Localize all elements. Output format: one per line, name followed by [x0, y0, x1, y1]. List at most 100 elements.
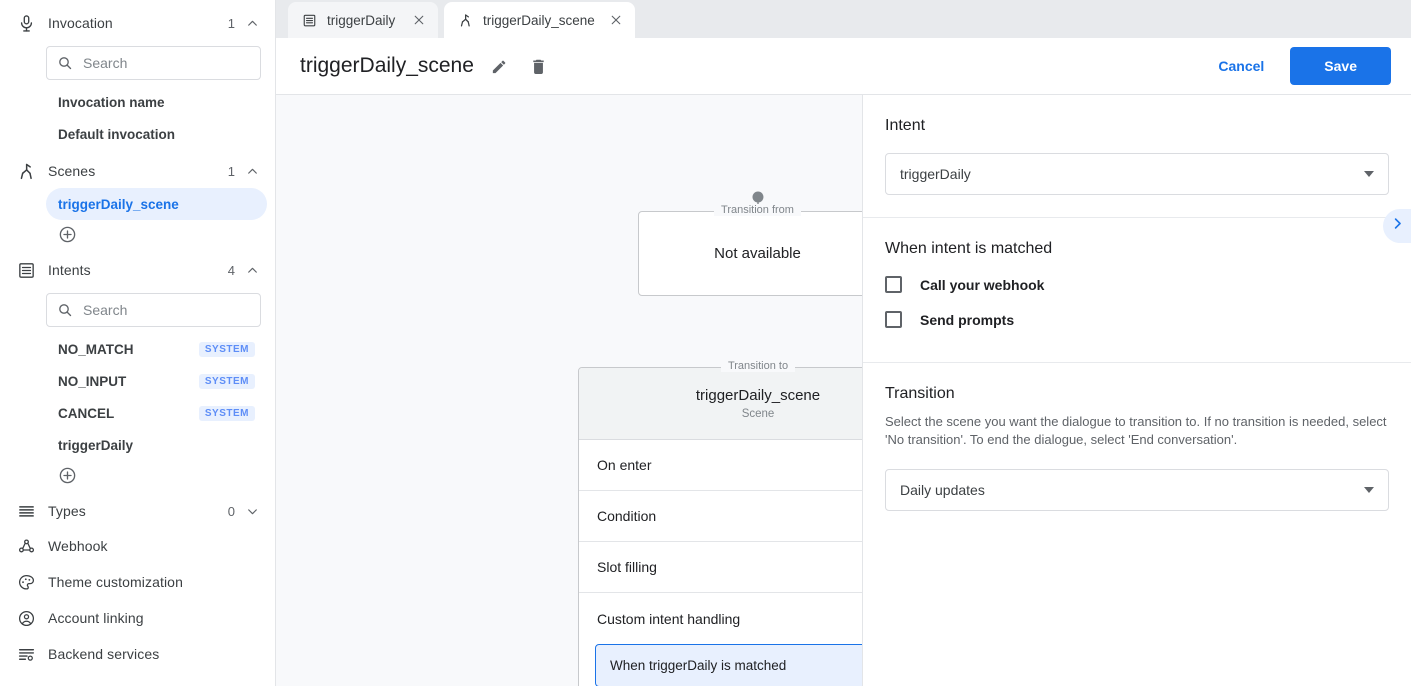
add-scene-button[interactable]	[46, 220, 275, 249]
sidebar-item-default-invocation[interactable]: Default invocation	[46, 118, 267, 150]
custom-intent-handler-list: When triggerDaily is matched	[579, 644, 862, 686]
sidebar-item-no-match[interactable]: NO_MATCH SYSTEM	[46, 333, 267, 365]
pencil-icon[interactable]	[490, 57, 509, 76]
node-scene[interactable]: Transition to triggerDaily_scene Scene O…	[578, 360, 862, 686]
sidebar-section-intents[interactable]: Intents 4	[0, 253, 275, 287]
sidebar-item-label: triggerDaily	[58, 437, 134, 453]
properties-panel: Intent triggerDaily When intent is match…	[862, 95, 1411, 686]
chevron-down-icon	[1364, 171, 1374, 177]
chevron-up-icon[interactable]	[245, 264, 259, 277]
sidebar-label-types: Types	[48, 503, 86, 519]
invocation-search-box[interactable]	[46, 46, 266, 80]
panel-section-when-intent-matched: When intent is matched Call your webhook…	[863, 218, 1411, 363]
status-badge: SYSTEM	[198, 373, 255, 389]
section-title-when-intent-matched: When intent is matched	[885, 240, 1053, 257]
intents-list-icon	[14, 261, 38, 280]
trash-icon[interactable]	[529, 57, 548, 76]
intents-search-input[interactable]	[81, 301, 266, 319]
sidebar-section-invocation[interactable]: Invocation 1	[0, 6, 275, 40]
checkbox-label: Send prompts	[920, 311, 1015, 328]
checkbox-row-call-your-webhook[interactable]: Call your webhook	[885, 276, 1389, 293]
sidebar-item-label: Account linking	[48, 610, 144, 626]
chevron-down-icon	[1364, 487, 1374, 493]
section-title-intent: Intent	[885, 117, 926, 134]
types-lines-icon	[14, 502, 38, 521]
save-button[interactable]: Save	[1290, 47, 1391, 85]
sidebar-count-intents: 4	[227, 262, 235, 278]
add-intent-button[interactable]	[46, 461, 275, 490]
status-badge: SYSTEM	[198, 405, 255, 421]
webhook-nodes-icon	[14, 537, 38, 556]
transition-description: Select the scene you want the dialogue t…	[885, 414, 1387, 447]
sidebar-label-invocation: Invocation	[48, 15, 113, 31]
intent-handler-chip[interactable]: When triggerDaily is matched	[595, 644, 862, 686]
palette-icon	[14, 573, 38, 592]
invocation-search-wrap	[0, 40, 275, 86]
sidebar-count-types: 0	[227, 503, 235, 519]
panel-section-transition: Transition Select the scene you want the…	[863, 363, 1411, 533]
sidebar-item-label: Webhook	[48, 538, 108, 554]
intents-search-box[interactable]	[46, 293, 266, 327]
sidebar-item-triggerdaily-scene[interactable]: triggerDaily_scene	[46, 188, 267, 220]
scene-row-label: Condition	[597, 508, 657, 524]
node-transition-from[interactable]: Transition from Not available	[638, 204, 862, 296]
backend-services-icon	[14, 645, 38, 664]
chevron-down-icon[interactable]	[245, 505, 259, 518]
sidebar-item-theme-customization[interactable]: Theme customization	[0, 564, 275, 600]
tab-label: triggerDaily_scene	[483, 12, 595, 28]
sidebar-item-triggerdaily[interactable]: triggerDaily	[46, 429, 267, 461]
close-icon[interactable]	[412, 13, 426, 27]
search-icon	[57, 55, 73, 71]
section-title-transition: Transition	[885, 385, 955, 402]
sidebar-count-scenes: 1	[227, 163, 235, 179]
search-icon	[57, 302, 73, 318]
sidebar-item-backend-services[interactable]: Backend services	[0, 636, 275, 672]
panel-collapse-button[interactable]	[1383, 209, 1411, 243]
tab-triggerdaily-scene[interactable]: triggerDaily_scene	[444, 2, 635, 38]
panel-section-intent: Intent triggerDaily	[863, 95, 1411, 218]
sidebar-item-label: Theme customization	[48, 574, 183, 590]
scene-node-subtitle: Scene	[741, 408, 775, 420]
scene-row-custom-intent-handling[interactable]: Custom intent handling +	[579, 593, 862, 644]
scene-branch-icon	[458, 13, 473, 28]
scene-row-slot-filling[interactable]: Slot filling +	[579, 542, 862, 593]
scene-row-condition[interactable]: Condition +	[579, 491, 862, 542]
sidebar-label-intents: Intents	[48, 262, 91, 278]
checkbox-call-your-webhook[interactable]	[885, 276, 902, 293]
sidebar-item-label: Backend services	[48, 646, 160, 662]
intent-select[interactable]: triggerDaily	[885, 153, 1389, 195]
page-title: triggerDaily_scene	[300, 54, 474, 77]
chevron-up-icon[interactable]	[245, 165, 259, 178]
sidebar-item-label: Default invocation	[58, 126, 176, 142]
checkbox-row-send-prompts[interactable]: Send prompts	[885, 311, 1389, 328]
transition-select[interactable]: Daily updates	[885, 469, 1389, 511]
sidebar-item-cancel[interactable]: CANCEL SYSTEM	[46, 397, 267, 429]
sidebar-section-types[interactable]: Types 0	[0, 494, 275, 528]
scene-branch-icon	[14, 162, 38, 181]
scene-row-on-enter[interactable]: On enter +	[579, 440, 862, 491]
cancel-button[interactable]: Cancel	[1204, 50, 1278, 82]
sidebar-count-invocation: 1	[227, 15, 235, 31]
checkbox-send-prompts[interactable]	[885, 311, 902, 328]
sidebar-section-scenes[interactable]: Scenes 1	[0, 154, 275, 188]
sidebar-item-account-linking[interactable]: Account linking	[0, 600, 275, 636]
chevron-right-icon	[1390, 216, 1405, 236]
left-sidebar: Invocation 1 Invocation name Default inv…	[0, 0, 276, 686]
sidebar-item-no-input[interactable]: NO_INPUT SYSTEM	[46, 365, 267, 397]
scene-row-label: Custom intent handling	[597, 610, 741, 627]
sidebar-item-webhook[interactable]: Webhook	[0, 528, 275, 564]
scene-graph-canvas[interactable]: Transition from Not available Transition…	[276, 95, 862, 686]
checkbox-label: Call your webhook	[920, 276, 1045, 293]
tab-triggerdaily[interactable]: triggerDaily	[288, 2, 438, 38]
page-header: triggerDaily_scene Cancel Save	[276, 38, 1411, 95]
intents-list-icon	[302, 13, 317, 28]
invocation-search-input[interactable]	[81, 54, 266, 72]
sidebar-item-invocation-name[interactable]: Invocation name	[46, 86, 267, 118]
chevron-up-icon[interactable]	[245, 17, 259, 30]
sidebar-label-scenes: Scenes	[48, 163, 96, 179]
close-icon[interactable]	[609, 13, 623, 27]
sidebar-item-label: triggerDaily_scene	[58, 196, 179, 212]
intents-search-wrap	[0, 287, 275, 333]
account-circle-icon	[14, 609, 38, 628]
scene-node-title: triggerDaily_scene	[695, 387, 821, 404]
